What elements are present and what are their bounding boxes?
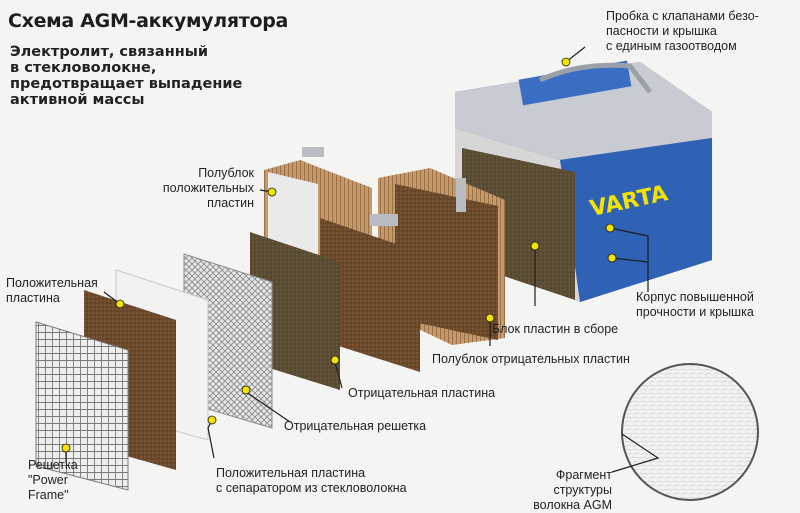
- label-case: Корпус повышенной прочности и крышка: [636, 290, 754, 320]
- label-line: Полублок: [198, 166, 254, 180]
- label-positive-plate-separator: Положительная пластина с сепаратором из …: [216, 466, 407, 496]
- label-assembled-block: Блок пластин в сборе: [492, 322, 619, 336]
- label-negative-halfblock: Полублок отрицательных пластин: [432, 352, 630, 366]
- label-fiber: Фрагмент структуры волокна AGM: [496, 468, 612, 513]
- label-cap: Пробка с клапанами безо- пасности и крыш…: [606, 9, 759, 54]
- leader-dots: [61, 57, 617, 453]
- label-line: Положительная: [6, 276, 98, 290]
- label-negative-grid: Отрицательная решетка: [284, 419, 427, 433]
- label-line: пластин: [207, 196, 254, 210]
- label-line: положительных: [162, 181, 254, 195]
- subtitle-line: предотвращает выпадение: [10, 76, 243, 92]
- subtitle-line: Электролит, связанный: [10, 44, 209, 60]
- diagram-title: Схема AGM-аккумулятора: [8, 10, 289, 32]
- negative-plate-lug: [370, 214, 398, 226]
- label-line: Пробка с клапанами безо-: [606, 9, 759, 23]
- label-line: "Power: [28, 473, 68, 487]
- diagram-subtitle: Электролит, связанный в стекловолокне, п…: [10, 44, 242, 108]
- label-line: Корпус повышенной: [636, 290, 754, 304]
- label-power-frame: Решетка "Power Frame": [28, 458, 78, 503]
- label-line: Frame": [28, 488, 69, 502]
- label-line: прочности и крышка: [636, 305, 754, 319]
- agm-fiber-circle: [621, 363, 759, 501]
- label-line: пластина: [6, 291, 60, 305]
- label-line: с сепаратором из стекловолокна: [216, 481, 407, 495]
- label-negative-plate: Отрицательная пластина: [348, 386, 496, 400]
- label-positive-plate: Положительная пластина: [6, 276, 98, 306]
- label-line: с единым газоотводом: [606, 39, 737, 53]
- label-line: Положительная пластина: [216, 466, 366, 480]
- label-line: Фрагмент структуры: [553, 468, 612, 497]
- label-line: волокна AGM: [533, 498, 612, 512]
- label-positive-halfblock: Полублок положительных пластин: [158, 166, 254, 211]
- subtitle-line: в стекловолокне,: [10, 60, 157, 76]
- power-frame-shape: [35, 321, 129, 491]
- label-line: пасности и крышка: [606, 24, 717, 38]
- negative-plate-shape: [320, 218, 420, 372]
- label-line: Решетка: [28, 458, 78, 472]
- subtitle-line: активной массы: [10, 92, 145, 108]
